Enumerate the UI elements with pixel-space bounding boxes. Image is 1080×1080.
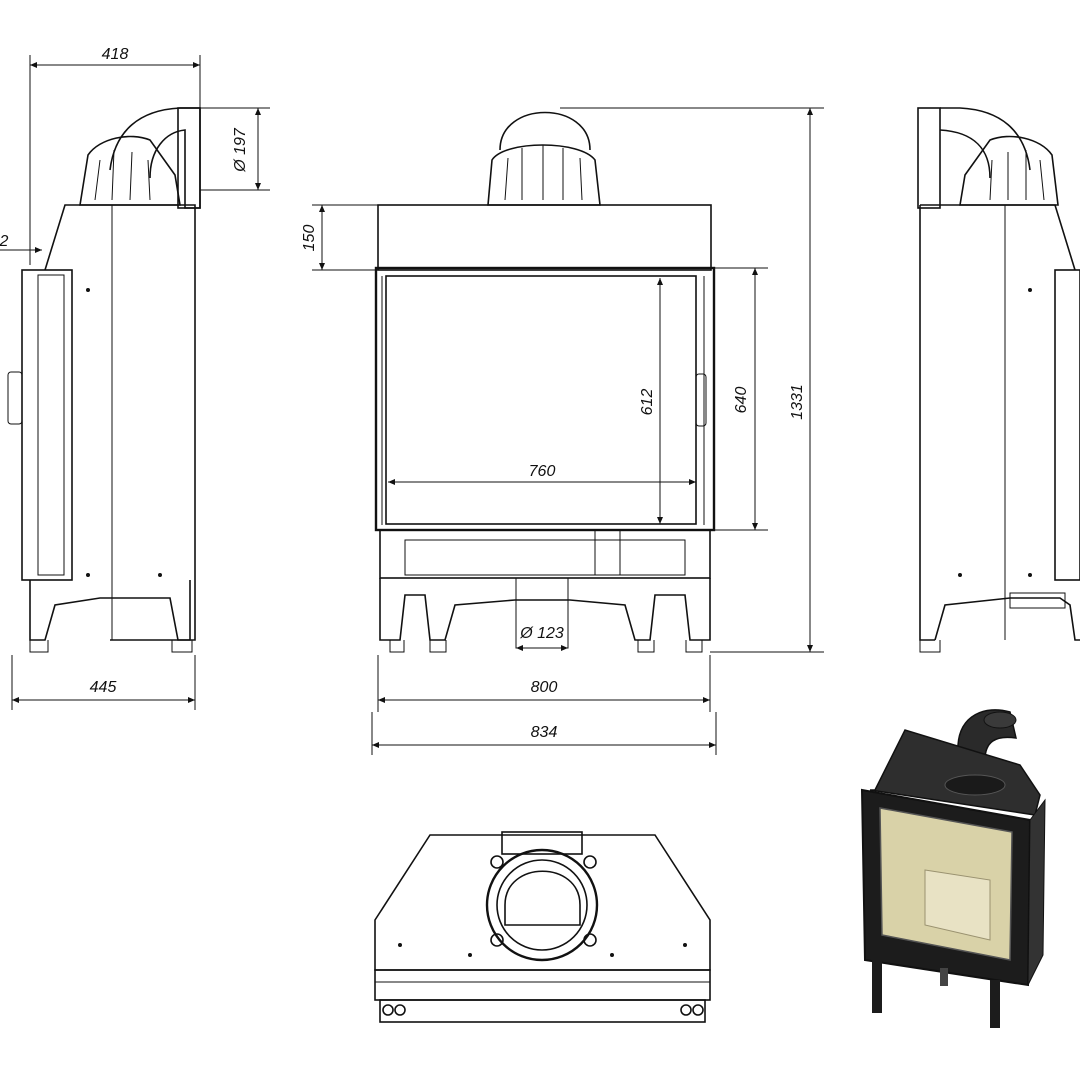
door-frame-right xyxy=(1054,269,1080,581)
top-box xyxy=(377,204,712,271)
dim-pipe-diameter: Ø 197 xyxy=(232,127,249,173)
dim-445: 445 xyxy=(11,655,196,710)
side-view-left xyxy=(7,107,201,653)
base-legs xyxy=(29,580,191,641)
smoke-collar xyxy=(79,135,181,206)
side-view-right xyxy=(917,107,1080,653)
dim-150: 150 xyxy=(301,204,378,271)
render-leg xyxy=(872,958,882,1013)
dim-640: 640 xyxy=(714,267,768,531)
dim-834: 834 xyxy=(371,712,717,755)
smoke-collar-right xyxy=(959,135,1059,206)
door-frame xyxy=(374,266,716,532)
dim-123: Ø 123 xyxy=(516,625,568,651)
dim-depth: 445 xyxy=(90,679,117,696)
dim-total-width: 834 xyxy=(531,724,558,741)
render-hood xyxy=(869,729,1041,816)
dim-glass-width: 760 xyxy=(529,463,556,480)
dim-top-width: 418 xyxy=(102,46,129,63)
top-pipe-stub xyxy=(501,831,583,855)
dim-outlet-diameter: Ø 123 xyxy=(519,625,564,642)
front-view xyxy=(374,111,716,653)
dim-small-offset: 2 xyxy=(0,233,9,250)
side-body xyxy=(44,204,196,641)
dim-glass-height: 612 xyxy=(639,389,656,416)
flue-arch xyxy=(499,111,591,151)
top-view xyxy=(374,831,711,1023)
dim-418: 418 xyxy=(29,46,201,265)
door-frame-side xyxy=(21,269,73,581)
dim-total-height: 1331 xyxy=(789,384,806,420)
elbow-pipe xyxy=(109,107,201,209)
dim-800: 800 xyxy=(377,655,711,712)
handle-side xyxy=(7,371,23,425)
dim-1331: 1331 xyxy=(560,107,824,653)
front-legs xyxy=(379,578,711,641)
dim-760: 760 xyxy=(388,463,696,485)
flue-ring xyxy=(485,848,599,962)
flue-collar xyxy=(487,144,601,206)
dim-offset: 2 xyxy=(0,233,42,253)
pipe-flange xyxy=(177,107,201,209)
side-body-right xyxy=(919,204,1076,641)
pipe-flange-right xyxy=(917,107,941,209)
door-handle xyxy=(695,373,707,427)
dim-612: 612 xyxy=(639,278,663,524)
ash-box xyxy=(379,529,711,579)
front-ledge xyxy=(374,969,711,1001)
dim-body-width: 800 xyxy=(531,679,558,696)
dim-opening-height: 640 xyxy=(733,387,750,414)
dim-top-height: 150 xyxy=(301,225,318,252)
fireplace-3d-render xyxy=(860,709,1046,1028)
dim-pipe: Ø 197 xyxy=(200,107,270,191)
